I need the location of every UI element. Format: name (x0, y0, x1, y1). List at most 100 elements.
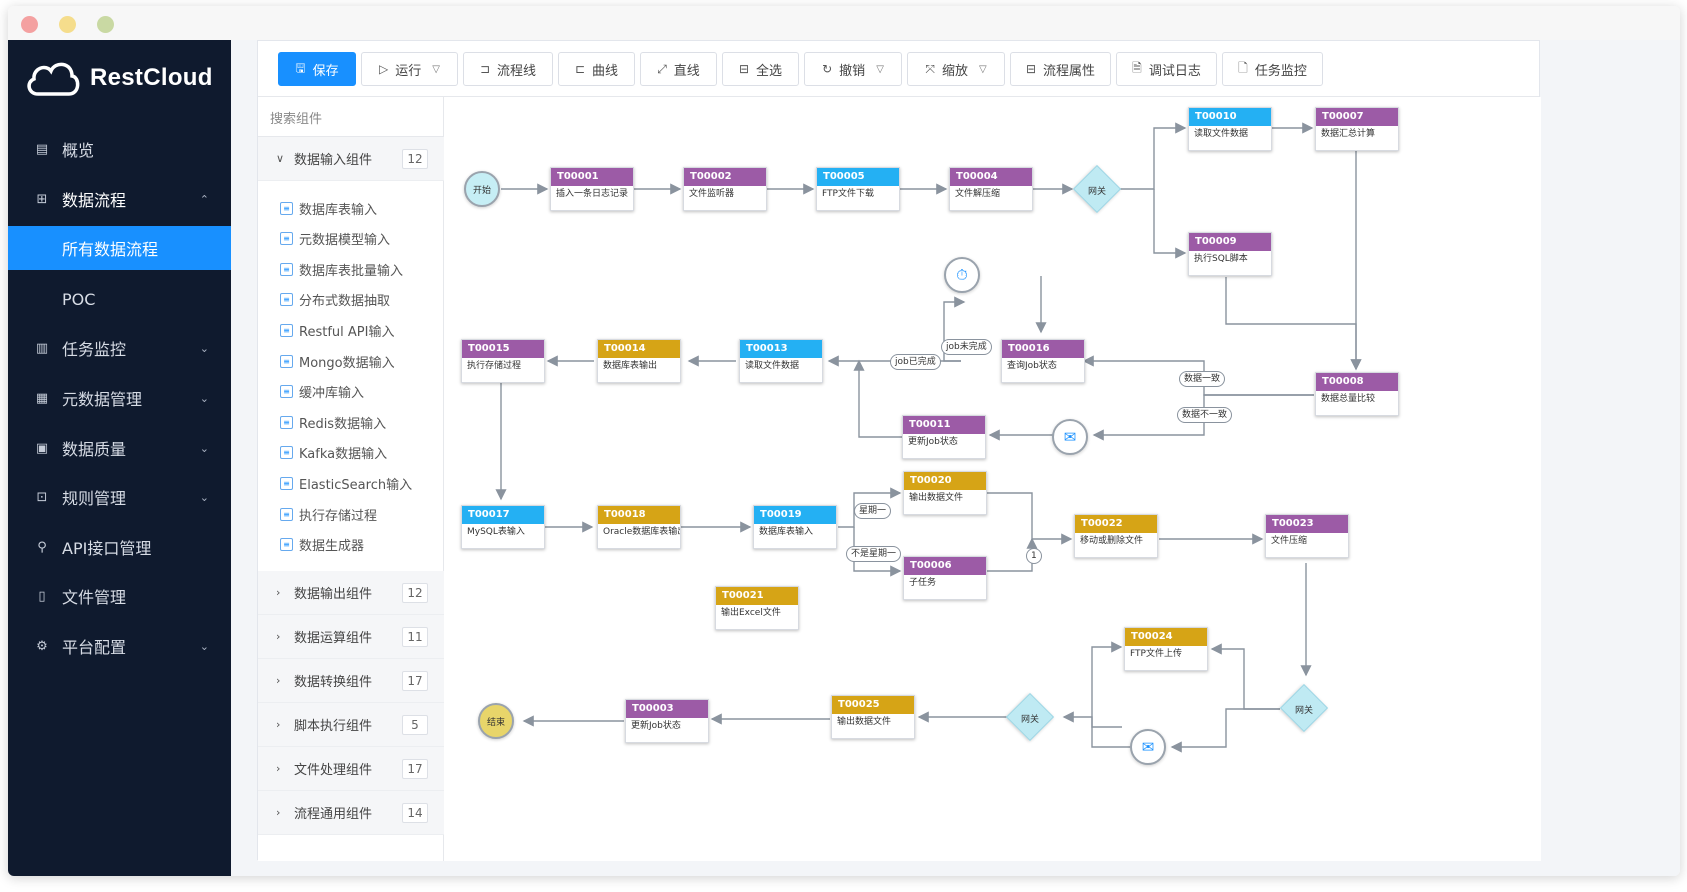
node-id: T00009 (1189, 233, 1271, 251)
node-label: 输出数据文件 (909, 493, 964, 503)
component-item[interactable]: ≡缓冲库输入 (280, 381, 364, 403)
timer-icon[interactable]: ⏱ (944, 257, 980, 293)
mail-icon[interactable]: ✉ (1130, 729, 1166, 765)
gateway-label: 网关 (1087, 187, 1106, 197)
component-item[interactable]: ≡Redis数据输入 (280, 411, 386, 433)
node-id: T00015 (462, 340, 544, 358)
nav-poc[interactable]: POC (8, 276, 231, 322)
group-flow-common[interactable]: › 流程通用组件 14 (258, 791, 444, 835)
flowline-button[interactable]: ⊐流程线 (463, 52, 553, 86)
component-item[interactable]: ≡Restful API输入 (280, 319, 394, 341)
group-data-input[interactable]: ∨ 数据输入组件 12 (258, 137, 444, 181)
component-item[interactable]: ≡Kafka数据输入 (280, 442, 387, 464)
nav-rules[interactable]: ⊡ 规则管理 ⌄ (8, 474, 231, 520)
select-all-button[interactable]: ⊟全选 (722, 52, 799, 86)
nav-label: 规则管理 (62, 489, 127, 508)
nav-data-quality[interactable]: ▣ 数据质量 ⌄ (8, 425, 231, 471)
node-id: T00021 (716, 587, 798, 605)
group-script[interactable]: › 脚本执行组件 5 (258, 703, 444, 747)
undo-icon: ↻ (822, 62, 833, 76)
nav-task-monitor[interactable]: ▥ 任务监控 ⌄ (8, 325, 231, 371)
edge-label: 1 (1026, 548, 1042, 564)
maximize-window-button[interactable] (97, 16, 114, 33)
button-label: 曲线 (592, 63, 619, 79)
component-item[interactable]: ≡数据生成器 (280, 534, 364, 556)
start-node[interactable]: 开始 (464, 171, 500, 207)
node-label: FTP文件下载 (822, 189, 874, 199)
save-button[interactable]: 🖫保存 (278, 52, 356, 86)
group-data-compute[interactable]: › 数据运算组件 11 (258, 615, 444, 659)
nav-metadata[interactable]: ▦ 元数据管理 ⌄ (8, 375, 231, 421)
nav-platform-config[interactable]: ⚙ 平台配置 ⌄ (8, 623, 231, 669)
component-icon: ≡ (280, 262, 293, 276)
undo-button[interactable]: ↻撤销▽ (804, 52, 902, 86)
group-file-processing[interactable]: › 文件处理组件 17 (258, 747, 444, 791)
nav-all-data-flows[interactable]: 所有数据流程 (8, 226, 231, 270)
straight-line-button[interactable]: ⤢直线 (640, 52, 717, 86)
task-monitor-button[interactable]: 🗋任务监控 (1222, 52, 1323, 86)
mail-icon[interactable]: ✉ (1052, 419, 1088, 455)
debug-log-button[interactable]: 🗎调试日志 (1116, 52, 1217, 86)
component-item[interactable]: ≡ElasticSearch输入 (280, 472, 412, 494)
close-window-button[interactable] (21, 16, 38, 33)
node-label: 开始 (472, 185, 491, 196)
flow-properties-button[interactable]: ⊟流程属性 (1010, 52, 1111, 86)
component-item[interactable]: ≡数据库表输入 (280, 197, 377, 219)
node-id: T00013 (740, 340, 822, 358)
component-label: Mongo数据输入 (299, 355, 395, 371)
run-button[interactable]: ▷运行▽ (361, 52, 458, 86)
straight-line-icon: ⤢ (657, 61, 667, 76)
node-label: 文件监听器 (689, 189, 735, 199)
group-data-output[interactable]: › 数据输出组件 12 (258, 571, 444, 615)
component-icon: ≡ (280, 354, 293, 368)
minimize-window-button[interactable] (59, 16, 76, 33)
nav-data-flow[interactable]: ⊞ 数据流程 ⌃ (8, 176, 231, 222)
brand-name: RestCloud (90, 64, 213, 91)
nav-api[interactable]: ⚲ API接口管理 (8, 524, 231, 570)
component-item[interactable]: ≡数据库表批量输入 (280, 258, 403, 280)
component-item[interactable]: ≡元数据模型输入 (280, 228, 390, 250)
component-item[interactable]: ≡ Mongo数据输入 (280, 350, 395, 372)
end-node[interactable]: 结束 (478, 703, 514, 739)
group-label: 数据运算组件 (294, 631, 373, 646)
nav-overview[interactable]: ▤ 概览 (8, 126, 231, 172)
component-item[interactable]: ≡执行存储过程 (280, 503, 377, 525)
chevron-down-icon: ▽ (978, 63, 987, 75)
node-label: 移动或删除文件 (1080, 536, 1144, 546)
component-item[interactable]: ≡分布式数据抽取 (280, 289, 390, 311)
group-label: 数据输出组件 (294, 587, 373, 602)
zoom-button[interactable]: ⤧缩放▽ (907, 52, 1005, 86)
nav-files[interactable]: ▯ 文件管理 (8, 573, 231, 619)
component-search-input[interactable]: 搜索组件 (258, 97, 444, 137)
node-id: T00006 (904, 557, 986, 575)
button-label: 缩放 (941, 63, 968, 79)
group-data-transform[interactable]: › 数据转换组件 17 (258, 659, 444, 703)
logo[interactable]: RestCloud (24, 52, 213, 104)
curve-button[interactable]: ⊏曲线 (558, 52, 635, 86)
